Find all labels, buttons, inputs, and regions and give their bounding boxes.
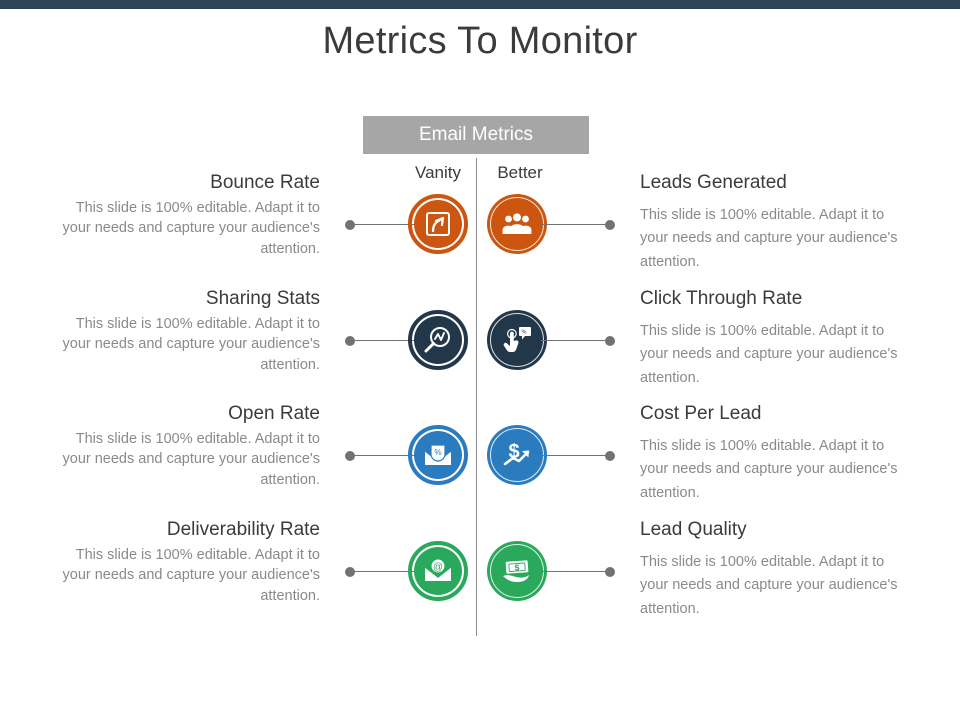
connector-dot-icon: [345, 336, 355, 346]
top-accent-bar: [0, 0, 960, 9]
metric-badge-better[interactable]: $: [487, 425, 547, 485]
column-divider: [476, 158, 477, 636]
metric-title: Deliverability Rate: [166, 519, 320, 540]
envelope-percent-icon: %: [422, 439, 454, 471]
metric-text-block-left: Deliverability Rate This slide is 100% e…: [56, 519, 321, 606]
metric-description: This slide is 100% editable. Adapt it to…: [640, 207, 898, 270]
metric-title: Lead Quality: [640, 519, 747, 540]
metric-description: This slide is 100% editable. Adapt it to…: [62, 547, 321, 604]
metric-description: This slide is 100% editable. Adapt it to…: [640, 438, 898, 501]
metric-text-block-left: Sharing Stats This slide is 100% editabl…: [56, 288, 321, 375]
connector-right: [541, 451, 615, 461]
svg-text:$: $: [508, 441, 519, 463]
connector-right: [541, 220, 615, 230]
metric-badge-vanity[interactable]: %: [408, 425, 468, 485]
connector-line: [541, 340, 607, 341]
connector-dot-icon: [605, 567, 615, 577]
metric-row: Deliverability Rate This slide is 100% e…: [0, 519, 960, 629]
svg-text:%: %: [434, 448, 441, 457]
connector-line: [541, 455, 607, 456]
connector-dot-icon: [345, 567, 355, 577]
badge-ring: [408, 194, 468, 254]
metric-description: This slide is 100% editable. Adapt it to…: [640, 554, 898, 617]
badge-ring: [408, 425, 468, 485]
page-title: Metrics To Monitor: [322, 20, 638, 62]
svg-text:%: %: [522, 330, 527, 336]
connector-line: [354, 340, 420, 341]
connector-left: [345, 220, 420, 230]
svg-text:$: $: [514, 562, 520, 572]
metric-title: Leads Generated: [640, 172, 787, 193]
column-label-better: Better: [497, 163, 543, 182]
magnifier-chart-icon: [422, 324, 454, 356]
metric-description: This slide is 100% editable. Adapt it to…: [640, 323, 898, 386]
connector-left: [345, 336, 420, 346]
metric-text-block-left: Open Rate This slide is 100% editable. A…: [56, 403, 321, 490]
metric-title: Open Rate: [228, 403, 320, 424]
metric-title: Click Through Rate: [640, 288, 803, 309]
metric-text-block-right: Lead Quality This slide is 100% editable…: [640, 519, 904, 621]
metric-title: Bounce Rate: [210, 172, 320, 193]
connector-dot-icon: [605, 336, 615, 346]
svg-text:@: @: [433, 562, 443, 573]
metric-text-block-left: Bounce Rate This slide is 100% editable.…: [56, 172, 321, 259]
envelope-at-icon: @: [422, 555, 454, 587]
column-label-vanity: Vanity: [415, 163, 461, 182]
hand-click-popup-icon: %: [501, 324, 533, 356]
badge-disc: [414, 200, 462, 248]
connector-line: [354, 571, 420, 572]
dollar-growth-arrow-icon: $: [501, 439, 533, 471]
connector-dot-icon: [345, 220, 355, 230]
metric-text-block-right: Click Through Rate This slide is 100% ed…: [640, 288, 904, 390]
metric-description: This slide is 100% editable. Adapt it to…: [62, 431, 321, 488]
connector-line: [354, 224, 420, 225]
metric-badge-better[interactable]: $: [487, 541, 547, 601]
metric-title: Cost Per Lead: [640, 403, 762, 424]
connector-left: [345, 567, 420, 577]
metric-badge-vanity[interactable]: @: [408, 541, 468, 601]
metric-row: Open Rate This slide is 100% editable. A…: [0, 403, 960, 513]
metric-badge-better[interactable]: [487, 194, 547, 254]
metric-description: This slide is 100% editable. Adapt it to…: [62, 200, 321, 257]
hand-money-icon: $: [501, 555, 533, 587]
people-group-icon: [501, 208, 533, 240]
connector-line: [354, 455, 420, 456]
metric-description: This slide is 100% editable. Adapt it to…: [62, 316, 321, 373]
badge-ring: [408, 310, 468, 370]
metric-badge-better[interactable]: %: [487, 310, 547, 370]
connector-right: [541, 567, 615, 577]
metric-badge-vanity[interactable]: [408, 194, 468, 254]
connector-line: [541, 571, 607, 572]
metric-title: Sharing Stats: [205, 288, 320, 309]
metric-text-block-right: Cost Per Lead This slide is 100% editabl…: [640, 403, 904, 505]
badge-ring: [408, 541, 468, 601]
metric-badge-vanity[interactable]: [408, 310, 468, 370]
connector-dot-icon: [345, 451, 355, 461]
connector-left: [345, 451, 420, 461]
metric-text-block-right: Leads Generated This slide is 100% edita…: [640, 172, 904, 274]
connector-dot-icon: [605, 220, 615, 230]
metric-row: Sharing Stats This slide is 100% editabl…: [0, 288, 960, 398]
connector-dot-icon: [605, 451, 615, 461]
connector-right: [541, 336, 615, 346]
badge-disc: [414, 316, 462, 364]
branch-arrow-square-icon: [422, 208, 454, 240]
metric-row: Bounce Rate This slide is 100% editable.…: [0, 172, 960, 282]
email-metrics-header: Email Metrics: [363, 116, 589, 154]
connector-line: [541, 224, 607, 225]
